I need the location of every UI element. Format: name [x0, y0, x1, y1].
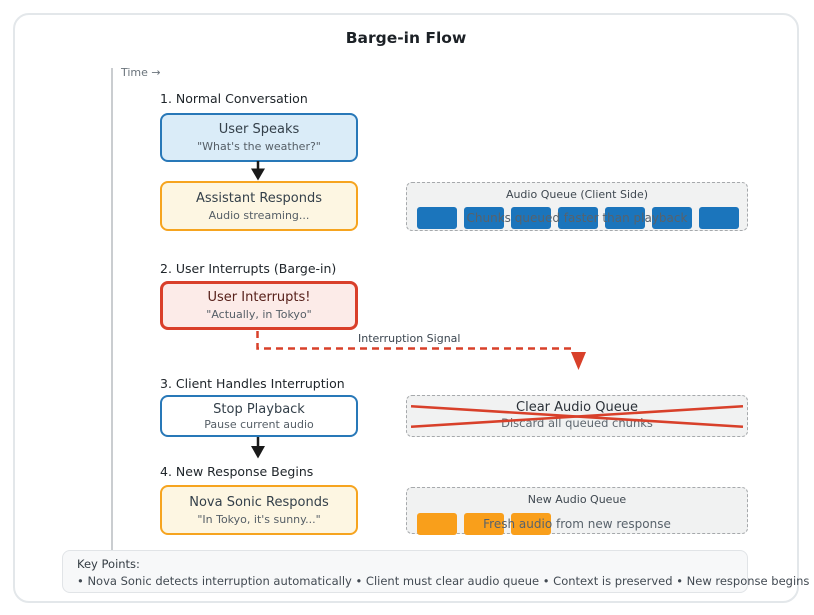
down-arrow-icon [251, 437, 265, 459]
stop-playback-box: Stop Playback Pause current audio [160, 395, 358, 437]
audio-chunk [464, 207, 504, 229]
audio-chunk-row [417, 207, 739, 229]
section-heading-client-handles: 3. Client Handles Interruption [160, 376, 345, 391]
page-title: Barge-in Flow [345, 29, 467, 47]
nova-sonic-title: Nova Sonic Responds [189, 494, 329, 510]
audio-chunk [464, 513, 504, 535]
audio-chunk [605, 207, 645, 229]
new-audio-queue-note: Fresh audio from new response [483, 517, 671, 531]
clear-audio-queue-title: Clear Audio Queue [516, 400, 638, 415]
section-heading-user-interrupts: 2. User Interrupts (Barge-in) [160, 261, 337, 276]
user-speaks-title: User Speaks [218, 122, 300, 137]
stop-playback-title: Stop Playback [213, 401, 305, 417]
interruption-signal-label: Interruption Signal [358, 332, 461, 345]
section-heading-new-response: 4. New Response Begins [160, 464, 314, 479]
user-interrupts-subtitle: "Actually, in Tokyo" [206, 308, 312, 321]
user-speaks-subtitle: "What's the weather?" [197, 140, 321, 153]
key-points-label: Key Points: [77, 557, 140, 571]
assistant-responds-subtitle: Audio streaming... [208, 208, 310, 222]
user-speaks-box: User Speaks "What's the weather?" [160, 113, 358, 162]
stop-playback-subtitle: Pause current audio [204, 417, 314, 431]
user-interrupts-title: User Interrupts! [207, 290, 311, 305]
audio-chunk [558, 207, 598, 229]
audio-queue-note: Chunks queued faster than playback [466, 211, 688, 225]
user-interrupts-box: User Interrupts! "Actually, in Tokyo" [160, 281, 358, 330]
timeline-axis [111, 68, 113, 565]
timeline-label: Time → [121, 66, 161, 79]
audio-chunk [417, 513, 457, 535]
key-points-text: • Nova Sonic detects interruption automa… [77, 574, 814, 588]
section-heading-normal-conversation: 1. Normal Conversation [160, 91, 308, 106]
audio-chunk [699, 207, 739, 229]
audio-chunk [511, 207, 551, 229]
new-audio-queue-title: New Audio Queue [527, 493, 627, 506]
down-arrow-icon [251, 161, 265, 181]
assistant-responds-box: Assistant Responds Audio streaming... [160, 181, 358, 231]
clear-audio-queue-panel: Clear Audio Queue Discard all queued chu… [406, 395, 748, 437]
assistant-responds-title: Assistant Responds [195, 190, 323, 206]
red-cross-icon [410, 404, 744, 429]
key-points-panel: Key Points: • Nova Sonic detects interru… [62, 550, 814, 593]
audio-queue-title: Audio Queue (Client Side) [505, 188, 649, 201]
audio-queue-panel: Audio Queue (Client Side) Chunks queued … [406, 182, 748, 231]
nova-sonic-subtitle: "In Tokyo, it's sunny..." [197, 512, 321, 526]
audio-chunk [511, 513, 551, 535]
audio-chunk [417, 207, 457, 229]
new-audio-queue-panel: New Audio Queue Fresh audio from new res… [406, 487, 748, 535]
new-audio-chunk-row [417, 513, 551, 535]
nova-sonic-responds-box: Nova Sonic Responds "In Tokyo, it's sunn… [160, 485, 358, 535]
audio-chunk [652, 207, 692, 229]
